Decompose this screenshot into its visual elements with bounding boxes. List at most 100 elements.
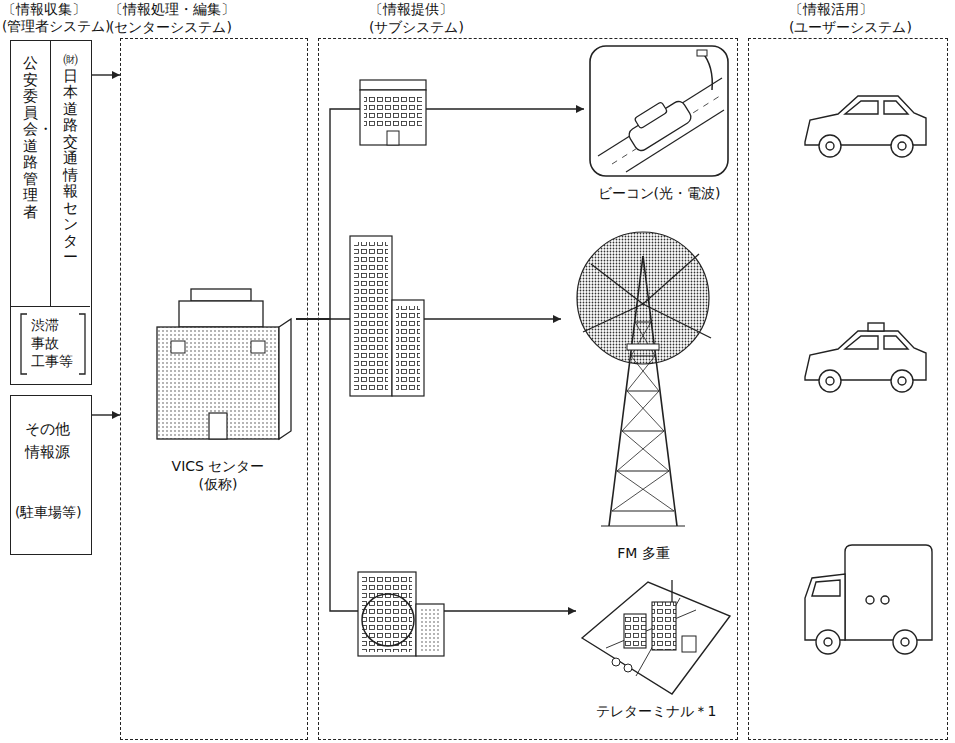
vertical-label: ㈶日本道路交通情報センター xyxy=(63,51,78,266)
illustration-stroke xyxy=(652,602,676,650)
media-picture: FM 多重 xyxy=(561,226,729,571)
illustration-stroke xyxy=(898,142,906,150)
flow-arrow xyxy=(92,74,120,75)
vertical-label: 公安委員会・道路管理者 xyxy=(23,55,38,220)
illustration-stroke xyxy=(279,319,291,439)
illustration-stroke xyxy=(360,90,426,145)
illustration-stroke xyxy=(157,327,279,439)
illustration-stroke xyxy=(812,580,840,596)
illustration-stroke xyxy=(387,131,399,145)
illustration-stroke xyxy=(697,50,707,56)
illustration xyxy=(561,226,726,536)
illustration-stroke xyxy=(868,323,884,331)
illustration-stroke xyxy=(179,301,263,327)
illustration-stroke xyxy=(671,580,672,602)
illustration-stroke xyxy=(845,101,908,114)
illustration-stroke xyxy=(816,630,840,654)
illustration-stroke xyxy=(420,608,440,652)
column-heading: 〔情報収集〕 (管理者システム) xyxy=(2,1,120,35)
illustration-stroke xyxy=(643,254,699,304)
illustration-stroke xyxy=(396,306,420,390)
node-label: ビーコン(光・電波) xyxy=(584,184,734,202)
illustration-stroke xyxy=(826,377,834,385)
illustration-stroke xyxy=(350,236,392,396)
illustration-stroke xyxy=(354,242,388,390)
passenger-car xyxy=(805,96,926,157)
column-heading: 〔情報処理・編集〕 (センターシステム) xyxy=(109,1,324,36)
media-picture: テレターミナル＊1 xyxy=(576,576,739,731)
illustration-stroke xyxy=(79,314,85,374)
illustration-stroke xyxy=(364,94,422,128)
illustration-stroke xyxy=(612,658,620,666)
illustration-stroke xyxy=(893,630,917,654)
illustration-stroke xyxy=(819,370,841,392)
illustration-stroke xyxy=(612,322,674,511)
truck xyxy=(805,545,932,654)
source-box: その他 情報源 (駐車場等) xyxy=(10,395,92,555)
source-column: ㈶日本道路交通情報センター xyxy=(51,41,90,307)
flow-arrow xyxy=(296,319,576,611)
system-region: 〔情報提供〕 (サブシステム)ビーコン(光・電波)FM 多重テレターミナル＊1 xyxy=(318,38,738,740)
illustration-stroke xyxy=(21,314,27,374)
center-building: VICS センター (仮称) xyxy=(141,249,296,504)
illustration-stroke xyxy=(577,232,709,364)
illustration-stroke xyxy=(627,99,694,153)
flow-arrow xyxy=(296,318,561,319)
illustration-stroke xyxy=(826,142,834,150)
system-region: 〔情報活用〕 (ユーザーシステム) xyxy=(748,38,948,740)
illustration-stroke xyxy=(591,264,643,304)
illustration-stroke xyxy=(898,377,906,385)
illustration-stroke xyxy=(171,341,185,353)
node-label: 渋滞 事故 工事等 xyxy=(31,316,77,371)
illustration-stroke xyxy=(392,300,424,396)
illustration-stroke xyxy=(819,135,841,157)
illustration-stroke xyxy=(866,596,874,604)
media-picture: ビーコン(光・電波) xyxy=(584,44,737,216)
illustration-stroke xyxy=(627,344,659,350)
illustration-stroke xyxy=(891,135,913,157)
illustration-stroke xyxy=(601,525,685,526)
operator-building xyxy=(358,572,444,656)
illustration-stroke xyxy=(362,594,414,646)
illustration-stroke xyxy=(209,413,227,439)
illustration-stroke xyxy=(612,322,674,511)
node-label: VICS センター (仮称) xyxy=(158,457,278,493)
source-box: 渋滞 事故 工事等 公安委員会・道路管理者 ㈶日本道路交通情報センター xyxy=(10,40,92,385)
system-region: 〔情報処理・編集〕 (センターシステム)VICS センター (仮称) xyxy=(120,38,308,740)
illustration-stroke xyxy=(891,370,913,392)
illustration-stroke xyxy=(251,341,265,353)
column-heading: 〔情報提供〕 (サブシステム) xyxy=(369,1,539,36)
illustration-stroke xyxy=(416,604,444,656)
node-label: その他 情報源 xyxy=(25,418,79,463)
node-label: (駐車場等) xyxy=(15,504,82,522)
illustration xyxy=(576,576,736,698)
illustration-stroke xyxy=(845,336,908,349)
illustration-stroke xyxy=(682,636,696,652)
flow-arrow xyxy=(92,414,120,415)
illustration-stroke xyxy=(824,638,832,646)
illustration-stroke xyxy=(901,638,909,646)
source-column: 公安委員会・道路管理者 xyxy=(11,41,51,307)
illustration xyxy=(141,249,296,449)
illustration-stroke xyxy=(612,94,723,164)
illustration-stroke xyxy=(590,46,728,176)
illustration xyxy=(584,44,734,179)
illustration-stroke xyxy=(191,289,251,301)
illustration-stroke xyxy=(358,572,416,656)
illustration-stroke xyxy=(634,102,667,129)
illustration-stroke xyxy=(881,596,889,604)
node-label: テレターミナル＊1 xyxy=(576,702,736,720)
broadcast-building xyxy=(350,236,424,396)
taxi-car xyxy=(805,323,926,392)
column-heading: 〔情報活用〕 (ユーザーシステム) xyxy=(789,1,944,36)
illustration-stroke xyxy=(622,92,693,153)
illustration-stroke xyxy=(702,52,712,90)
flow-arrow xyxy=(296,109,584,319)
illustration-stroke xyxy=(360,80,426,90)
illustration-stroke xyxy=(845,545,932,640)
illustration-stroke xyxy=(624,614,646,648)
node-label: FM 多重 xyxy=(561,544,726,562)
illustration-stroke xyxy=(624,664,632,672)
illustration-stroke xyxy=(582,582,730,694)
